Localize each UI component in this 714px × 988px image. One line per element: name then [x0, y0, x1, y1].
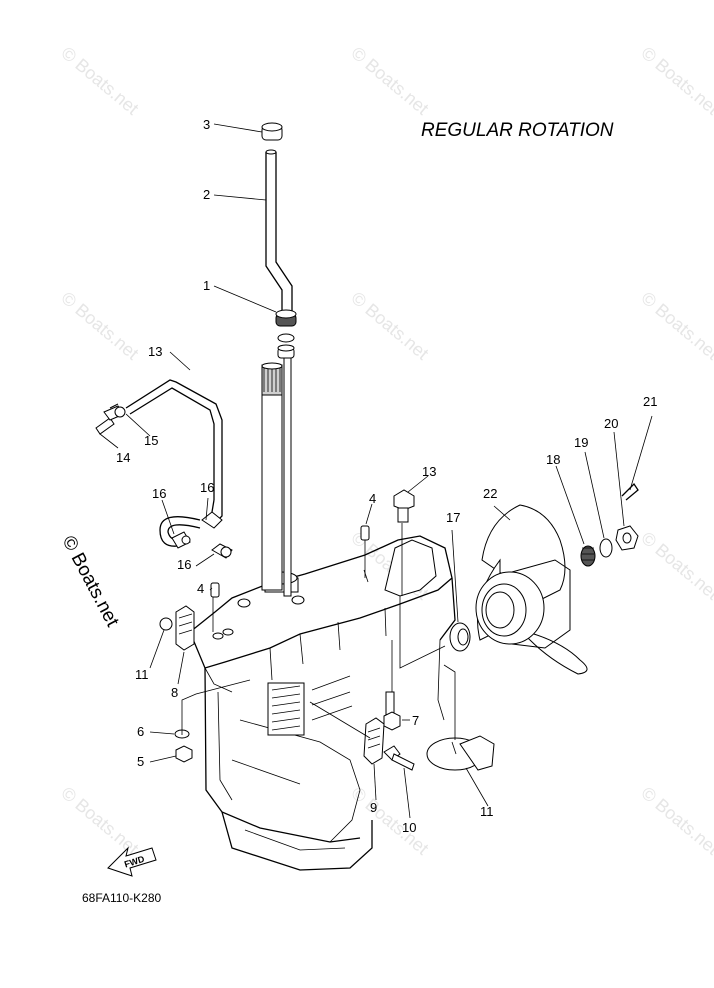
callout-leaders: [99, 123, 653, 819]
callout-12: 11: [480, 804, 494, 819]
callout-16c: 16: [200, 480, 214, 495]
watermark-5: © Boats.net: [347, 288, 432, 364]
watermark-6: © Boats.net: [637, 288, 714, 364]
hose-clips: [109, 403, 233, 559]
watermark-2: © Boats.net: [347, 43, 432, 119]
washer-prop: [599, 538, 613, 558]
watermark-8: © Boats.net: [637, 528, 714, 604]
grommet-stack: [275, 309, 297, 359]
nut: [615, 525, 639, 551]
callout-8: 9: [370, 800, 377, 815]
callout-11: 11: [135, 667, 149, 682]
diagram-title: REGULAR ROTATION: [421, 120, 614, 141]
callout-21: 21: [643, 394, 657, 409]
bolt-7: [383, 691, 401, 731]
grommet-top: [261, 122, 283, 141]
anode-upper: [175, 605, 195, 651]
trim-tab: [426, 735, 495, 771]
callout-5: 5: [137, 754, 144, 769]
callout-9: 8: [171, 685, 178, 700]
watermark-3: © Boats.net: [637, 43, 714, 119]
callout-20: 20: [604, 416, 618, 431]
callout-15: 14: [116, 450, 130, 465]
watermark-4: © Boats.net: [57, 288, 142, 364]
bolt-trim-tab: [393, 489, 415, 523]
cotter-pin: [621, 482, 639, 501]
propeller: [475, 504, 588, 675]
callout-7: 7: [412, 713, 419, 728]
part-numbers: 3 2 1 13 15 14 16 16 16 4 4 13 17 22 18 …: [116, 117, 657, 835]
callout-13: 13: [422, 464, 436, 479]
thrust-washer: [449, 622, 471, 652]
callout-2: 2: [203, 187, 210, 202]
spacer: [580, 545, 596, 567]
dowel-pin-lower: [210, 582, 220, 598]
assembly-lines: [181, 523, 456, 740]
callout-17: 17: [446, 510, 460, 525]
callout-6: 6: [137, 724, 144, 739]
callout-3: 3: [203, 117, 210, 132]
watermark-1: © Boats.net: [57, 43, 142, 119]
diagram-code: 68FA110-K280: [82, 891, 161, 905]
callout-1: 1: [203, 278, 210, 293]
callout-10: 10: [402, 820, 416, 835]
water-pipe: [265, 149, 293, 318]
watermark-9: © Boats.net: [57, 783, 142, 859]
watermarks: © Boats.net © Boats.net © Boats.net © Bo…: [57, 43, 714, 859]
callout-14: 13: [148, 344, 162, 359]
callout-22: 22: [483, 486, 497, 501]
callout-16a: 15: [144, 433, 158, 448]
watermark-side: © Boats.net: [58, 532, 124, 630]
callout-18: 18: [546, 452, 560, 467]
bolt-5: [175, 745, 193, 763]
watermark-10: © Boats.net: [347, 783, 432, 859]
callout-16b: 16: [152, 486, 166, 501]
callout-16d: 16: [177, 557, 191, 572]
grommet-side: [159, 617, 173, 631]
bolt-10: [383, 745, 415, 771]
drive-shaft: [261, 355, 292, 597]
watermark-11: © Boats.net: [637, 783, 714, 859]
callout-19: 19: [574, 435, 588, 450]
water-inlet-grille: [267, 682, 305, 736]
callout-4-lower: 4: [197, 581, 204, 596]
dowel-pin-upper: [360, 525, 370, 541]
callout-4-upper: 4: [369, 491, 376, 506]
anode-lower: [363, 717, 385, 765]
